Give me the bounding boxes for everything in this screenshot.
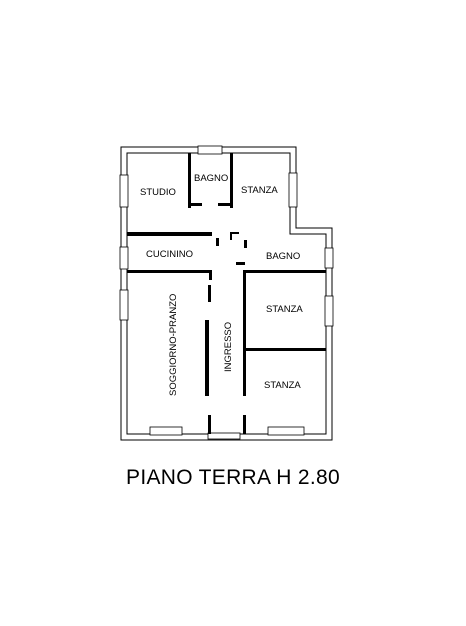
window-cucinino xyxy=(119,246,129,270)
label-stanza-mid: STANZA xyxy=(266,304,303,315)
window-bagno-right xyxy=(324,247,334,269)
window-top xyxy=(197,145,223,155)
label-stanza-top: STANZA xyxy=(241,185,278,196)
label-bagno-top: BAGNO xyxy=(194,173,228,184)
windows xyxy=(119,145,334,440)
door-entrance xyxy=(207,432,241,440)
window-stanza-mid xyxy=(324,295,334,327)
exterior-walls xyxy=(120,146,333,441)
label-cucinino: CUCININO xyxy=(146,249,193,260)
interior-walls xyxy=(127,153,326,434)
label-bagno-right: BAGNO xyxy=(266,251,300,262)
label-stanza-bottom: STANZA xyxy=(264,380,301,391)
label-ingresso: INGRESSO xyxy=(223,322,234,372)
window-stanza-top xyxy=(288,172,298,208)
window-bottom-left xyxy=(149,426,183,436)
window-studio xyxy=(119,174,129,208)
plan-title: PIANO TERRA H 2.80 xyxy=(126,466,340,489)
label-soggiorno-pranzo: SOGGIORNO-PRANZO xyxy=(168,294,179,396)
label-studio: STUDIO xyxy=(140,187,176,198)
window-bottom-right xyxy=(267,426,305,436)
window-soggiorno xyxy=(119,289,129,321)
